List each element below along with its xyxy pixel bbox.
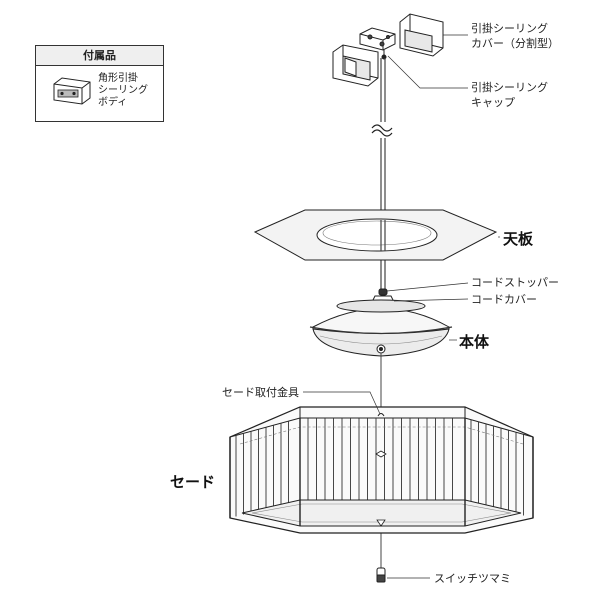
ceiling-cap-icon — [359, 27, 396, 60]
leader-lines — [303, 34, 500, 579]
accessory-item-line-3: ボディ — [98, 97, 128, 108]
accessory-body-icon — [53, 77, 91, 105]
shade — [229, 406, 534, 534]
accessory-item-line-2: シーリング — [98, 85, 148, 96]
label-cord-cover: コードカバー — [471, 293, 537, 306]
accessory-item-line-1: 角形引掛 — [98, 73, 138, 84]
cord-break-mark — [371, 122, 393, 138]
label-ceiling-cover-line2: カバー（分割型） — [471, 37, 559, 50]
label-main-body: 本体 — [459, 333, 490, 351]
label-ceiling-cap-line1: 引掛シーリング — [471, 81, 548, 94]
switch-knob — [376, 567, 386, 583]
main-body — [309, 299, 453, 357]
accessories-box: 付属品 角形引掛 シーリング ボディ — [35, 45, 164, 122]
label-switch-knob: スイッチツマミ — [434, 572, 511, 585]
label-ceiling-cover-line1: 引掛シーリング — [471, 22, 548, 35]
label-ceiling-cap-line2: キャップ — [471, 96, 515, 109]
accessory-item-label: 角形引掛 シーリング ボディ — [98, 73, 148, 109]
label-shade: セード — [170, 473, 216, 491]
label-shade-bracket: セード取付金具 — [222, 386, 299, 399]
ceiling-cover-icon — [332, 13, 444, 87]
cord-stopper — [378, 288, 388, 296]
label-cord-stopper: コードストッパー — [471, 276, 559, 289]
accessories-title: 付属品 — [36, 46, 163, 66]
label-top-plate: 天板 — [503, 230, 534, 248]
top-plate — [253, 209, 498, 261]
